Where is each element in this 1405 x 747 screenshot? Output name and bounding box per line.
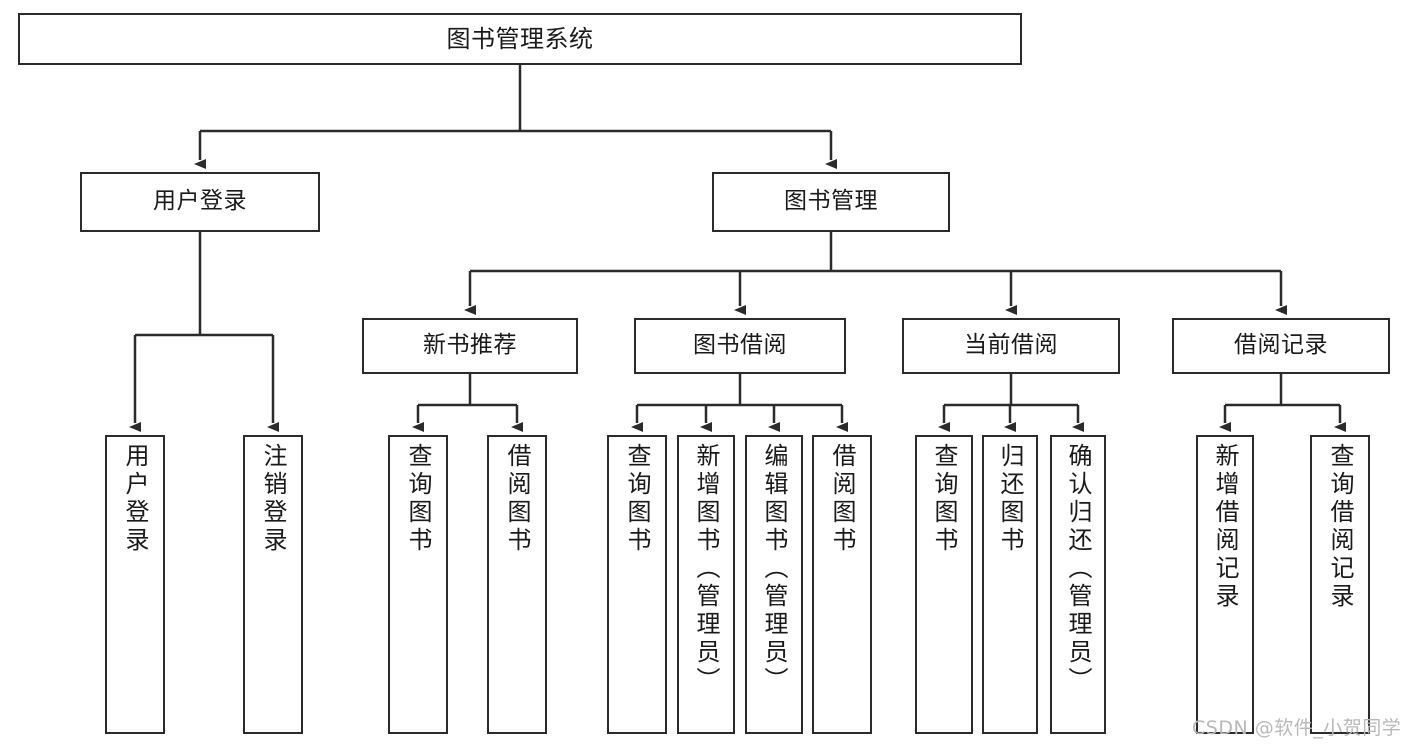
node-label: 借阅记录	[1234, 332, 1328, 359]
node-t1b[interactable]: 图书管理	[712, 172, 950, 232]
node-label: 图书管理	[784, 188, 878, 215]
node-label: 查询借阅记录	[1326, 443, 1354, 611]
node-label: 归还图书	[996, 443, 1024, 555]
node-label: 当前借阅	[964, 332, 1058, 359]
node-l6[interactable]: 新增图书（管理员）	[677, 435, 735, 734]
node-t2d[interactable]: 借阅记录	[1172, 318, 1390, 374]
node-label: 借阅图书	[503, 443, 531, 555]
node-label: 用户登录	[121, 443, 149, 555]
node-label: 编辑图书（管理员）	[760, 443, 788, 695]
node-label: 确认归还（管理员）	[1064, 443, 1092, 695]
node-l9[interactable]: 查询图书	[915, 435, 973, 734]
node-label: 用户登录	[153, 188, 247, 215]
node-t2c[interactable]: 当前借阅	[902, 318, 1120, 374]
node-t1a[interactable]: 用户登录	[80, 172, 320, 232]
node-root[interactable]: 图书管理系统	[18, 13, 1022, 65]
node-label: 借阅图书	[828, 443, 856, 555]
node-l5[interactable]: 查询图书	[607, 435, 667, 734]
node-t2b[interactable]: 图书借阅	[634, 318, 846, 374]
node-l13[interactable]: 查询借阅记录	[1310, 435, 1370, 734]
node-label: 注销登录	[259, 443, 287, 555]
node-l2[interactable]: 注销登录	[243, 435, 303, 734]
node-l11[interactable]: 确认归还（管理员）	[1050, 435, 1106, 734]
node-label: 图书管理系统	[446, 24, 594, 53]
node-l3[interactable]: 查询图书	[388, 435, 448, 734]
node-t2a[interactable]: 新书推荐	[362, 318, 578, 374]
node-l8[interactable]: 借阅图书	[812, 435, 872, 734]
node-label: 查询图书	[930, 443, 958, 555]
node-l7[interactable]: 编辑图书（管理员）	[745, 435, 803, 734]
node-l1[interactable]: 用户登录	[105, 435, 165, 734]
node-label: 查询图书	[623, 443, 651, 555]
node-l10[interactable]: 归还图书	[982, 435, 1038, 734]
node-label: 新书推荐	[423, 332, 517, 359]
node-label: 新增图书（管理员）	[692, 443, 720, 695]
node-label: 图书借阅	[693, 332, 787, 359]
node-l12[interactable]: 新增借阅记录	[1196, 435, 1254, 734]
node-label: 新增借阅记录	[1211, 443, 1239, 611]
node-l4[interactable]: 借阅图书	[487, 435, 547, 734]
watermark-label: CSDN @软件_小贺同学	[1192, 717, 1402, 739]
node-label: 查询图书	[404, 443, 432, 555]
